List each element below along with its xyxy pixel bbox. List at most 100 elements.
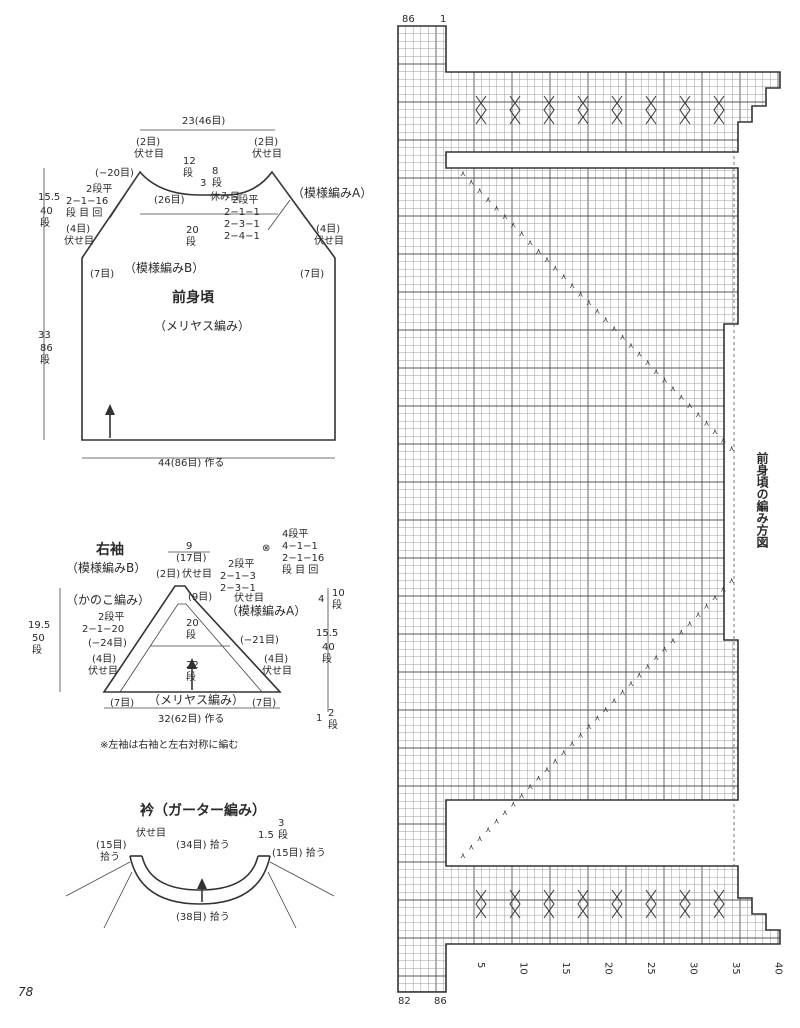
sleeve-left-7: (7目) xyxy=(110,698,134,709)
decrease-symbol: ⋏ xyxy=(653,653,659,662)
chart-row-label: 25 xyxy=(645,962,656,975)
decrease-symbol: ⋏ xyxy=(569,281,575,290)
front-title: 前身頃 xyxy=(172,289,215,306)
chart-symbols: ⋏⋏⋏⋏⋏⋏⋏⋏⋏⋏⋏⋏⋏⋏⋏⋏⋏⋏⋏⋏⋏⋏⋏⋏⋏⋏⋏⋏⋏⋏⋏⋏⋏⋏⋏⋏⋏⋏⋏⋏… xyxy=(460,95,735,919)
decrease-symbol: ⋏ xyxy=(552,756,558,765)
cable-symbol xyxy=(543,95,555,125)
decrease-symbol: ⋏ xyxy=(645,358,651,367)
sleeve-top-bind2: 伏せ目 xyxy=(234,591,264,604)
decrease-symbol: ⋏ xyxy=(536,774,542,783)
decrease-symbol: ⋏ xyxy=(720,436,726,445)
collar-bottom-38: (38目) 拾う xyxy=(176,910,230,923)
raglan-right xyxy=(271,171,306,219)
decrease-symbol: ⋏ xyxy=(569,739,575,748)
collar-r3b: 段 xyxy=(278,828,288,841)
sleeve-rule-r2: 2−1−3 xyxy=(220,571,256,582)
left-4a: (4目) xyxy=(66,224,90,235)
decrease-symbol: ⋏ xyxy=(687,401,693,410)
sleeve-right-7: (7目) xyxy=(252,698,276,709)
sleeve-legend-mark: ⊗ xyxy=(262,543,270,554)
decrease-symbol: ⋏ xyxy=(645,662,651,671)
sleeve-bottom: 32(62目) 作る xyxy=(158,713,224,725)
neck-rows-12b: 段 xyxy=(183,166,193,179)
collar-r15: 1.5 xyxy=(258,830,274,841)
decrease-symbol: ⋏ xyxy=(485,195,491,204)
decrease-symbol: ⋏ xyxy=(695,410,701,419)
sleeve-left-rule-2: 2−1−20 xyxy=(82,624,124,635)
decrease-symbol: ⋏ xyxy=(670,384,676,393)
sleeve-outline xyxy=(102,585,282,693)
cable-symbol xyxy=(645,95,657,125)
sleeve-c22: 22 xyxy=(186,660,199,671)
sleeve-pattern-kanoko: （かのこ編み） xyxy=(66,592,150,607)
decrease-symbol: ⋏ xyxy=(594,713,600,722)
cable-symbol xyxy=(577,889,589,919)
sleeve-r2b: 段 xyxy=(328,718,338,731)
neck-right-bind2: 伏せ目 xyxy=(252,147,282,160)
left-rule-2: 2−1−16 xyxy=(66,196,108,207)
neck-right-bind: (2目) xyxy=(254,137,278,148)
decrease-symbol: ⋏ xyxy=(620,332,626,341)
right-4b: 伏せ目 xyxy=(314,234,344,247)
decrease-symbol: ⋏ xyxy=(519,791,525,800)
collar-left-pick: 拾う xyxy=(100,850,120,863)
collar-left-line2 xyxy=(103,871,133,929)
cable-symbol xyxy=(679,95,691,125)
sleeve-top-2: (2目) xyxy=(156,569,180,580)
decrease-symbol: ⋏ xyxy=(687,619,693,628)
sleeve-c20: 20 xyxy=(186,618,199,629)
decrease-symbol: ⋏ xyxy=(636,670,642,679)
decrease-symbol: ⋏ xyxy=(578,731,584,740)
cable-symbol xyxy=(611,889,623,919)
decrease-symbol: ⋏ xyxy=(653,367,659,376)
decrease-symbol: ⋏ xyxy=(678,627,684,636)
chart-row-label: 35 xyxy=(730,962,741,975)
decrease-symbol: ⋏ xyxy=(586,298,592,307)
cable-symbol xyxy=(611,95,623,125)
decrease-symbol: ⋏ xyxy=(704,602,710,611)
right-rule-1: 2段平 xyxy=(232,193,258,206)
collar-top-34: (34目) 拾う xyxy=(176,838,230,851)
collar-arrow-head-icon xyxy=(197,878,207,889)
chart-row-label: 5 xyxy=(475,962,486,968)
sleeve-inner-line xyxy=(119,603,263,693)
sleeve-rule-r3: 2−3−1 xyxy=(220,583,256,594)
chart-bottom-left: 82 xyxy=(398,996,411,1007)
front-body-schematic: 23(46目) (2目) 伏せ目 (2目) 伏せ目 (−20目) 12 段 8 … xyxy=(38,116,372,469)
sleeve-r40: 40 xyxy=(322,642,335,653)
neck-minus: (−20目) xyxy=(95,168,134,179)
decrease-symbol: ⋏ xyxy=(561,272,567,281)
decrease-symbol: ⋏ xyxy=(519,229,525,238)
arrow-head-icon xyxy=(105,404,115,415)
left-rule-3: 段 目 回 xyxy=(66,206,102,219)
decrease-symbol: ⋏ xyxy=(527,782,533,791)
body-height-2: 86 xyxy=(40,343,53,354)
pattern-a-leader xyxy=(267,199,291,231)
chart-grid-lines xyxy=(398,26,780,992)
chart-row-label: 10 xyxy=(518,962,529,975)
sleeve-legend-3: 2−1−16 xyxy=(282,553,324,564)
collar-left-15: (15目) xyxy=(96,840,127,851)
collar-right-line xyxy=(269,861,335,897)
left-height-2: 40 xyxy=(40,206,53,217)
front-top-width: 23(46目) xyxy=(182,116,225,127)
sleeve-r1: 1 xyxy=(316,713,322,724)
chart-row-label: 30 xyxy=(688,962,699,975)
chart-row-label: 20 xyxy=(603,962,614,975)
decrease-symbol: ⋏ xyxy=(561,748,567,757)
collar-inner xyxy=(141,855,259,891)
left-height-3: 段 xyxy=(40,216,50,229)
sleeve-h1: 19.5 xyxy=(28,620,50,631)
chart-top-left: 86 xyxy=(402,14,415,25)
raglan-left xyxy=(109,171,141,219)
front-pattern-b: （模様編みB） xyxy=(124,260,204,275)
sleeve-r155: 15.5 xyxy=(316,628,338,639)
left-rule-1: 2段平 xyxy=(86,182,112,195)
decrease-symbol: ⋏ xyxy=(678,393,684,402)
decrease-symbol: ⋏ xyxy=(586,722,592,731)
sleeve-top-bind: 伏せ目 xyxy=(182,567,212,580)
collar-r3: 3 xyxy=(278,818,284,829)
collar-outer xyxy=(129,855,271,905)
page-number: 78 xyxy=(18,985,34,999)
